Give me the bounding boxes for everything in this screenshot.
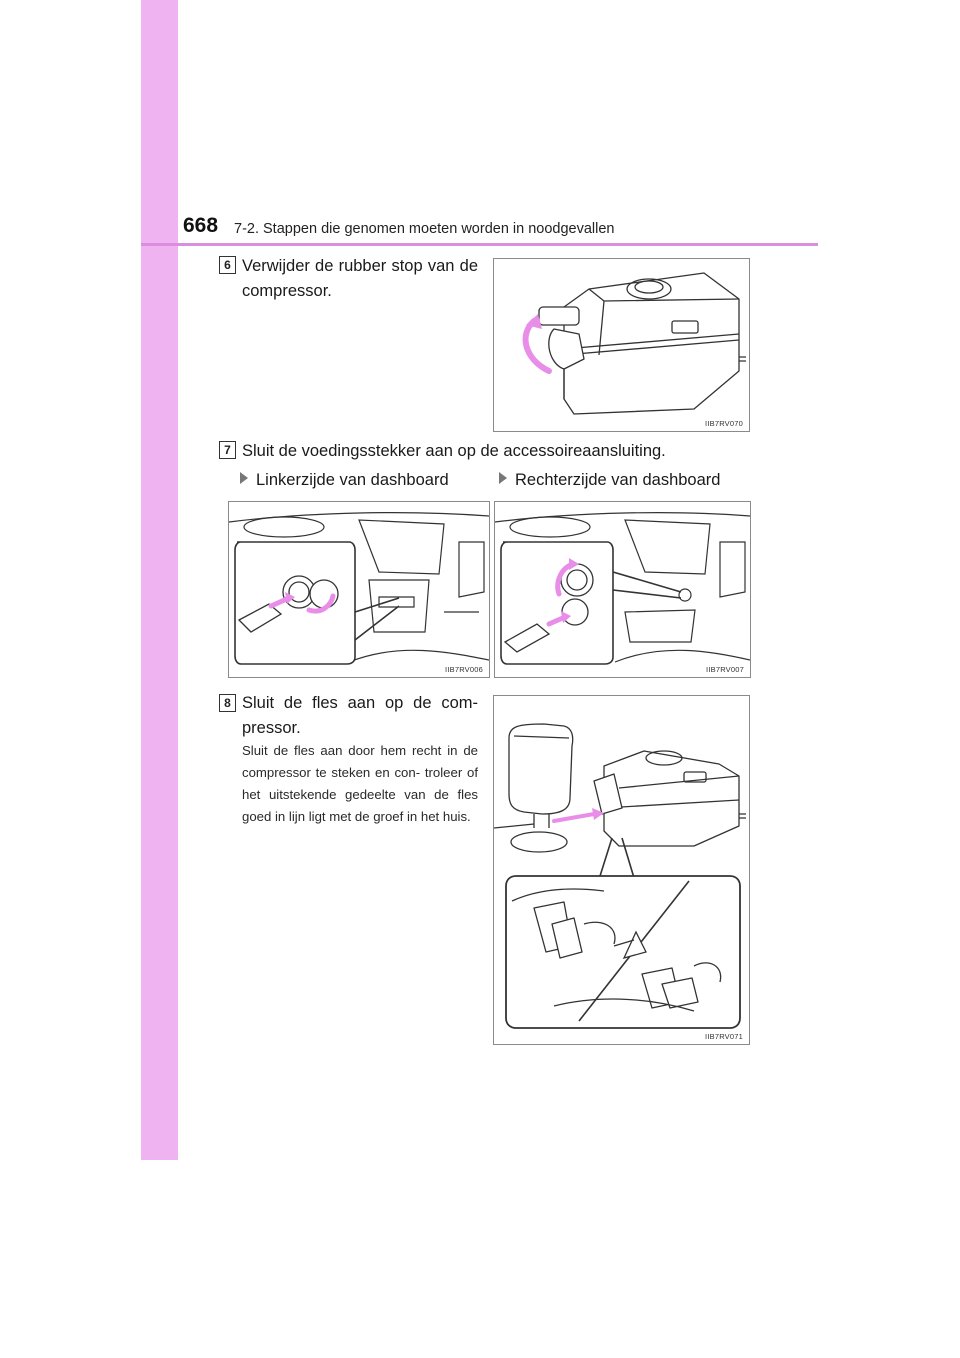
step-badge-6: 6 (219, 256, 236, 274)
figure-compressor-rubber-stop: IIB7RV070 (493, 258, 750, 432)
figure-code-3: IIB7RV007 (706, 665, 744, 674)
step-8-note: Sluit de fles aan door hem recht in de c… (242, 743, 478, 824)
figure-right-dashboard: IIB7RV007 (494, 501, 751, 678)
chapter-sidebar (141, 0, 178, 1160)
left-dashboard-illustration (229, 512, 489, 665)
triangle-bullet-icon (240, 472, 248, 484)
figure-code-4: IIB7RV071 (705, 1032, 743, 1041)
step-7-text: Sluit de voedingsstekker aan op de acces… (242, 442, 666, 460)
step-6-text: Verwijder de rubber stop van de compress… (242, 257, 478, 300)
header-rule (141, 243, 818, 246)
step-badge-8: 8 (219, 694, 236, 712)
triangle-bullet-icon (499, 472, 507, 484)
section-title: 7-2. Stappen die genomen moeten worden i… (234, 221, 615, 237)
right-dashboard-illustration (495, 512, 750, 665)
page-number: 668 (183, 214, 219, 237)
sub-heading-right-label: Rechterzijde van dashboard (515, 471, 721, 489)
figure-code-1: IIB7RV070 (705, 419, 743, 428)
figure-code-2: IIB7RV006 (445, 665, 483, 674)
bottle-connection-illustration (494, 723, 746, 1029)
step-badge-7: 7 (219, 441, 236, 459)
figure-bottle-connection: IIB7RV071 (493, 695, 750, 1045)
sub-heading-left-label: Linkerzijde van dashboard (256, 471, 449, 489)
compressor-illustration (522, 272, 746, 415)
sub-heading-left: Linkerzijde van dashboard (240, 471, 449, 490)
step-8-text: Sluit de fles aan op de com- pressor. (242, 694, 478, 737)
sub-heading-right: Rechterzijde van dashboard (499, 471, 720, 490)
figure-left-dashboard: IIB7RV006 (228, 501, 490, 678)
